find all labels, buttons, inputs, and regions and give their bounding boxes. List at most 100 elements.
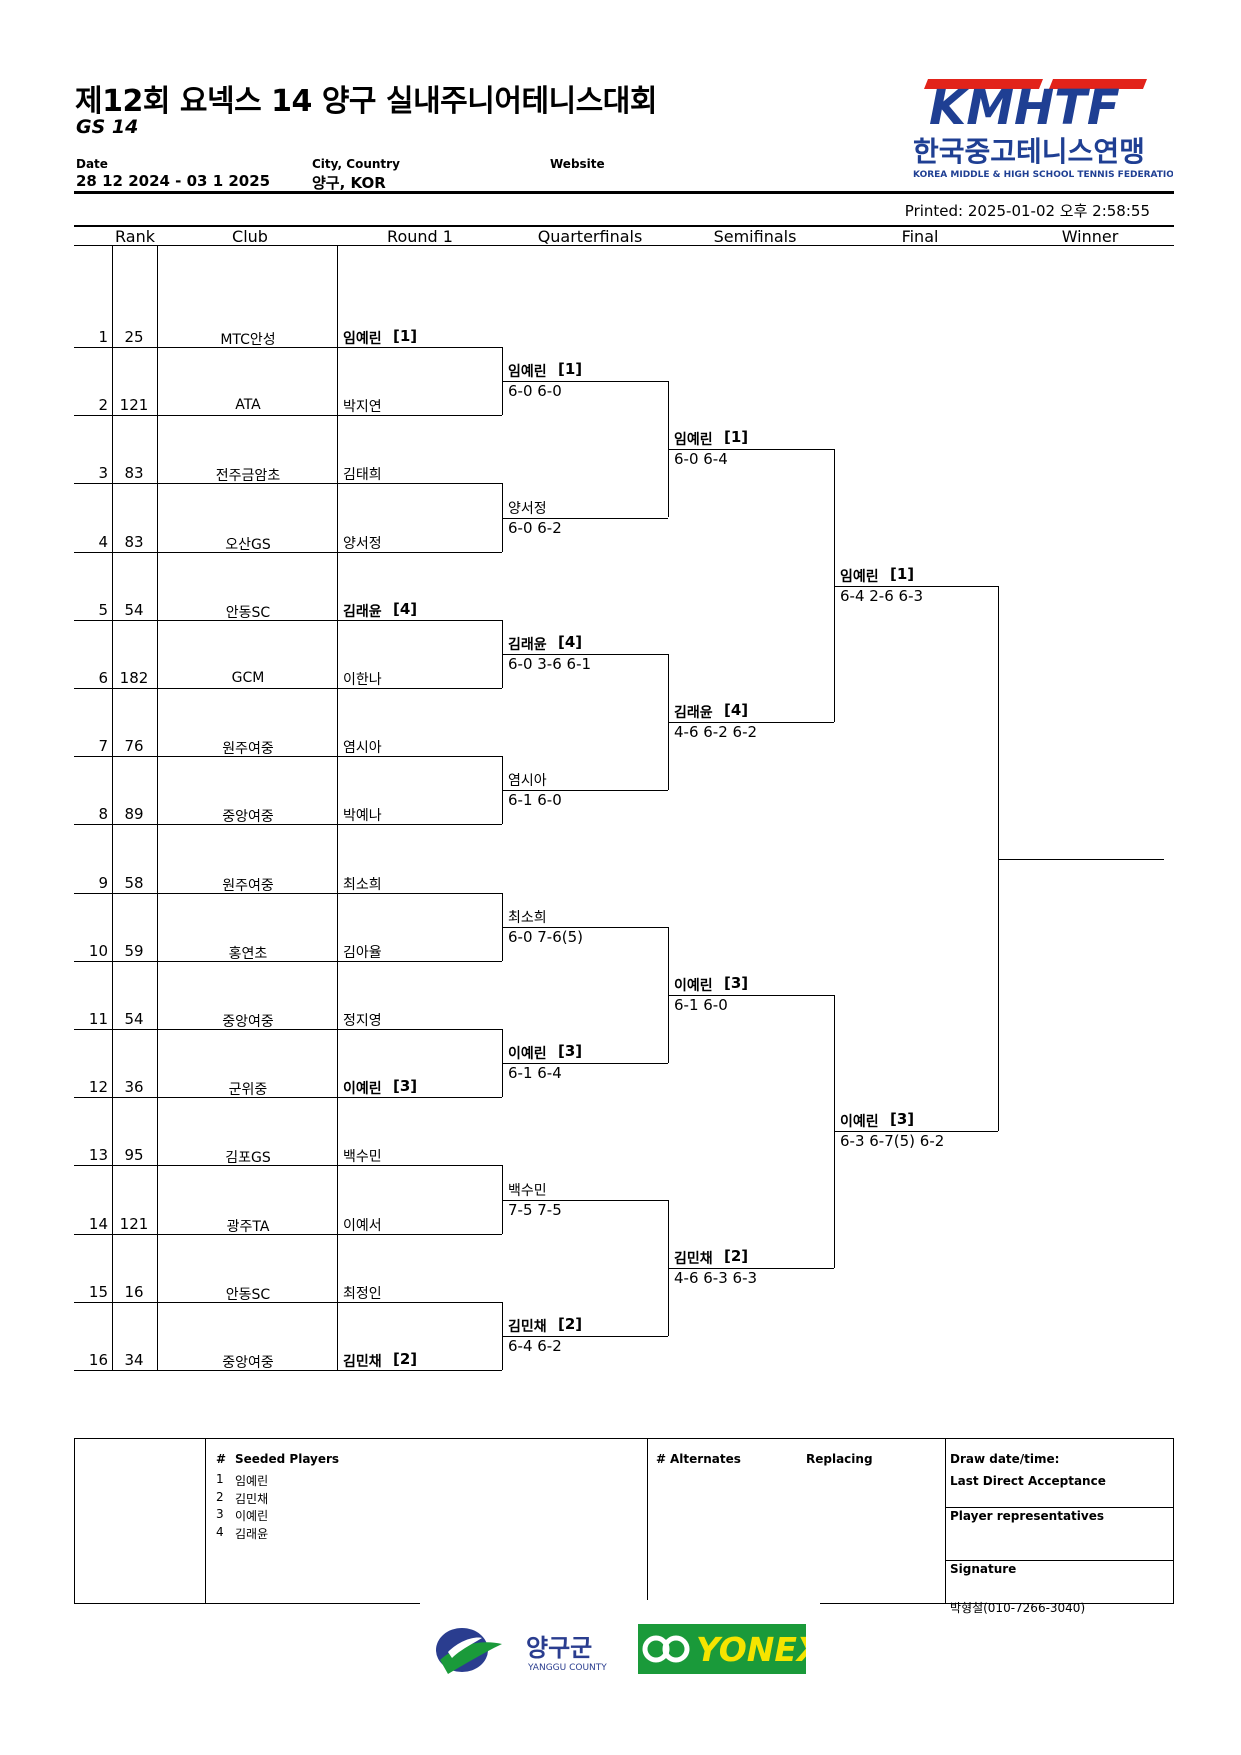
header-rule [74, 191, 1174, 194]
quarterfinals-score: 6-0 3-6 6-1 [508, 654, 592, 673]
winner-connector [998, 585, 999, 1132]
draw-position: 9 [98, 873, 108, 892]
round1-player-name[interactable]: 이예린 [343, 1081, 382, 1098]
semifinals-connector [668, 926, 669, 1064]
quarterfinals-line [502, 926, 668, 928]
quarterfinals-score: 7-5 7-5 [508, 1200, 562, 1219]
round1-player-name[interactable]: 최소희 [343, 876, 382, 893]
footer-rule-1 [945, 1507, 1174, 1508]
semifinals-winner-name[interactable]: 임예린 [674, 432, 713, 449]
quarterfinals-score: 6-1 6-0 [508, 791, 562, 810]
quarterfinals-winner-name[interactable]: 최소희 [508, 909, 547, 926]
round1-player-name[interactable]: 염시아 [343, 740, 382, 757]
draw-event-name: GS 14 [76, 116, 139, 138]
signature-label: Signature [950, 1562, 1017, 1576]
yanggu-county-logo: 양구군 YANGGU COUNTY [430, 1622, 630, 1682]
draw-row-line [74, 1029, 502, 1030]
player-rank: 121 [119, 396, 149, 415]
column-header-top-rule [74, 225, 1174, 227]
round1-player-name[interactable]: 최정인 [343, 1285, 382, 1302]
player-club: 안동SC [225, 604, 271, 621]
alternates-hash: # [656, 1452, 667, 1466]
draw-position: 4 [98, 532, 108, 551]
round1-player-name[interactable]: 김태희 [343, 467, 382, 484]
semifinals-connector [668, 381, 669, 518]
seed-number: [4] [393, 599, 418, 618]
quarterfinals-winner-name[interactable]: 김민채 [508, 1318, 547, 1335]
player-rank: 54 [124, 1010, 144, 1028]
draw-row-line [74, 619, 502, 621]
final-winner-name[interactable]: 이예린 [840, 1114, 879, 1131]
draw-row-line [74, 1097, 502, 1099]
semifinals-score: 6-0 6-4 [674, 450, 728, 469]
round1-player-name[interactable]: 양서정 [343, 535, 382, 552]
quarterfinals-winner-name[interactable]: 양서정 [508, 500, 547, 517]
player-club: GCM [231, 670, 265, 686]
footer-divider-3 [945, 1438, 946, 1604]
seeded-number: 4 [216, 1524, 224, 1539]
quarterfinals-winner-name[interactable]: 임예린 [508, 364, 547, 381]
quarterfinals-connector [502, 1165, 503, 1234]
final-seed: [3] [890, 1110, 915, 1129]
round1-player-name[interactable]: 김아율 [343, 944, 382, 961]
semifinals-winner-name[interactable]: 김래윤 [674, 705, 713, 722]
player-club: 안동SC [225, 1286, 271, 1303]
quarterfinals-winner-name[interactable]: 염시아 [508, 773, 547, 790]
draw-row-line [74, 824, 502, 826]
replacing-label: Replacing [806, 1452, 873, 1466]
player-rank: 83 [124, 532, 144, 551]
quarterfinals-winner-name[interactable]: 백수민 [508, 1182, 547, 1199]
round1-player-name[interactable]: 김래윤 [343, 603, 382, 620]
winner-line [998, 858, 1164, 860]
draw-position: 1 [98, 328, 108, 346]
quarterfinals-winner-name[interactable]: 이예린 [508, 1046, 547, 1063]
quarterfinals-score: 6-4 6-2 [508, 1336, 562, 1355]
round1-player-name[interactable]: 정지영 [343, 1013, 382, 1029]
draw-position: 6 [98, 669, 108, 687]
tournament-title: 제12회 요넥스 14 양구 실내주니어테니스대회 [75, 84, 657, 119]
website-label: Website [550, 157, 605, 171]
city-value: 양구, KOR [312, 174, 386, 192]
player-club: 원주여중 [222, 877, 274, 894]
logo-english-text: KOREA MIDDLE & HIGH SCHOOL TENNIS FEDERA… [913, 170, 1173, 180]
player-club: 김포GS [225, 1150, 271, 1167]
draw-row-line [74, 960, 502, 962]
quarterfinals-line [502, 1063, 668, 1065]
footer-rule-2 [945, 1560, 1174, 1561]
player-club: 광주TA [226, 1218, 270, 1235]
printed-timestamp: Printed: 2025-01-02 오후 2:58:55 [904, 202, 1150, 220]
logo-kmhtf-text: KMHTF [929, 80, 1120, 136]
seeded-players-label: Seeded Players [235, 1452, 340, 1466]
final-seed: [1] [890, 564, 915, 583]
round1-player-name[interactable]: 박예나 [343, 808, 382, 825]
round1-player-name[interactable]: 이한나 [343, 672, 382, 688]
round1-player-name[interactable]: 이예서 [343, 1217, 382, 1234]
quarterfinals-connector [502, 483, 503, 552]
draw-position: 11 [88, 1010, 108, 1028]
semifinals-score: 6-1 6-0 [674, 995, 728, 1014]
quarterfinals-score: 6-0 7-6(5) [508, 927, 584, 946]
final-line [834, 1131, 998, 1133]
draw-position: 16 [88, 1351, 108, 1369]
quarterfinals-seed: [3] [558, 1042, 583, 1061]
yanggu-english: YANGGU COUNTY [527, 1663, 607, 1673]
round1-player-name[interactable]: 김민채 [343, 1354, 382, 1370]
seed-number: [3] [393, 1077, 418, 1096]
player-rank: 25 [124, 328, 144, 346]
quarterfinals-line [502, 790, 668, 792]
player-club: 중앙여중 [222, 809, 274, 826]
final-winner-name[interactable]: 임예린 [840, 568, 879, 585]
quarterfinals-winner-name[interactable]: 김래윤 [508, 636, 547, 653]
col-quarterfinals: Quarterfinals [537, 227, 643, 246]
seeded-number: 3 [216, 1507, 224, 1521]
semifinals-seed: [1] [724, 428, 749, 447]
round1-player-name[interactable]: 임예린 [343, 331, 382, 347]
semifinals-line [668, 449, 834, 451]
seeded-name: 이예린 [235, 1509, 269, 1523]
date-label: Date [76, 157, 108, 171]
round1-player-name[interactable]: 백수민 [343, 1149, 382, 1166]
player-club: 홍연초 [228, 945, 268, 962]
semifinals-winner-name[interactable]: 김민채 [674, 1250, 713, 1267]
semifinals-winner-name[interactable]: 이예린 [674, 977, 713, 994]
round1-player-name[interactable]: 박지연 [343, 399, 382, 416]
